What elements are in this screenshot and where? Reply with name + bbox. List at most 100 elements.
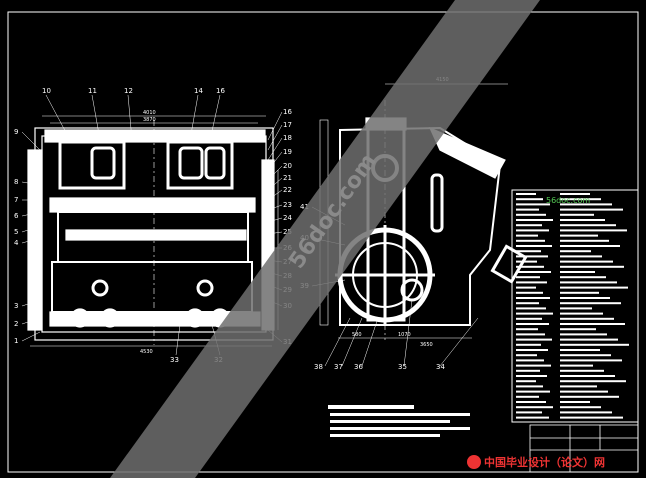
- parts-row-mark: [516, 416, 549, 419]
- parts-row-mark: [516, 302, 539, 305]
- callout: 1: [14, 337, 18, 345]
- middle-beam: [49, 197, 256, 213]
- callout: 17: [283, 121, 292, 129]
- parts-row-mark: [560, 255, 602, 258]
- parts-row-mark: [516, 281, 547, 284]
- upper-right-slot: [178, 146, 204, 180]
- parts-row-mark: [516, 375, 547, 377]
- upper-right-box: [166, 140, 234, 190]
- parts-row-mark: [516, 369, 540, 372]
- parts-row-mark: [516, 213, 546, 216]
- parts-row-mark: [560, 338, 618, 341]
- lower-frame: [51, 261, 253, 313]
- parts-row-mark: [560, 328, 596, 331]
- callout: 10: [42, 87, 51, 95]
- parts-row-mark: [560, 333, 607, 336]
- parts-row-mark: [516, 260, 537, 263]
- parts-row-mark: [516, 255, 548, 258]
- parts-row-mark: [560, 395, 619, 398]
- parts-row-mark: [560, 213, 594, 216]
- watermark-site: 56doc.com: [546, 196, 590, 205]
- front-callouts-left: 9 8 7 6 5 4 3 2 1: [14, 128, 19, 345]
- parts-row-mark: [516, 349, 548, 351]
- parts-row-mark: [560, 265, 624, 268]
- diagonal-watermark-band: [110, 0, 540, 478]
- parts-row-mark: [516, 401, 546, 403]
- parts-row-mark: [560, 198, 601, 201]
- parts-row-mark: [516, 338, 552, 341]
- parts-row-mark: [560, 297, 610, 299]
- parts-list-rows: [516, 193, 629, 419]
- parts-row-mark: [560, 286, 628, 289]
- callout: 18: [283, 134, 292, 142]
- parts-row-mark: [516, 317, 542, 320]
- parts-row-mark: [560, 229, 627, 232]
- parts-row-mark: [516, 390, 550, 393]
- callout: 20: [283, 162, 292, 170]
- parts-row-mark: [516, 333, 545, 336]
- parts-row-mark: [516, 312, 553, 315]
- parts-row-mark: [560, 234, 598, 237]
- parts-row-mark: [516, 193, 536, 195]
- parts-row-mark: [560, 281, 617, 284]
- callout: 36: [354, 363, 363, 371]
- parts-row-mark: [516, 395, 539, 398]
- callout: 6: [14, 212, 19, 220]
- callout: 16: [216, 87, 225, 95]
- upper-right-slot-2: [204, 146, 226, 180]
- parts-row-mark: [516, 385, 543, 388]
- parts-row-mark: [516, 411, 542, 414]
- parts-row-mark: [516, 364, 551, 367]
- callout: 12: [124, 87, 133, 95]
- parts-row-mark: [560, 245, 620, 247]
- dim-front-top-overall: 4010: [143, 110, 156, 116]
- parts-list-table: [511, 189, 639, 423]
- callout: 34: [436, 363, 445, 371]
- parts-row-mark: [516, 229, 549, 232]
- parts-row-mark: [560, 317, 614, 320]
- side-housing: [339, 126, 502, 326]
- upper-left-slot: [90, 146, 116, 180]
- parts-row-mark: [516, 297, 550, 299]
- callout: 19: [283, 148, 292, 156]
- parts-row-mark: [560, 291, 599, 294]
- lower-hub-2: [196, 279, 214, 297]
- parts-row-mark: [560, 343, 629, 346]
- parts-row-mark: [516, 198, 543, 201]
- callout: 33: [170, 356, 179, 364]
- parts-row-mark: [516, 328, 538, 331]
- side-slot: [430, 173, 444, 233]
- callout: 3: [14, 302, 18, 310]
- parts-row-mark: [560, 369, 604, 372]
- parts-row-mark: [560, 385, 597, 388]
- lower-wheel-3: [185, 308, 205, 328]
- parts-row-mark: [560, 390, 608, 393]
- parts-row-mark: [560, 193, 590, 195]
- parts-row-mark: [560, 349, 600, 351]
- callout: 5: [14, 228, 18, 236]
- parts-row-mark: [560, 411, 612, 414]
- front-callouts-top: 10 11 12 14 16: [42, 87, 225, 95]
- callout: 4: [14, 239, 19, 247]
- parts-row-mark: [560, 312, 603, 315]
- parts-row-mark: [516, 286, 536, 289]
- parts-row-mark: [560, 375, 615, 377]
- dim-front-bottom: 4530: [140, 349, 153, 355]
- parts-row-mark: [560, 354, 611, 357]
- callout: 35: [398, 363, 407, 371]
- parts-row-mark: [560, 359, 622, 362]
- dim-front-top-inner: 3870: [143, 117, 156, 123]
- front-top-rail: [44, 129, 266, 143]
- parts-row-mark: [516, 219, 553, 221]
- callout: 24: [283, 214, 292, 222]
- parts-row-mark: [516, 224, 542, 227]
- parts-row-mark: [516, 359, 544, 362]
- parts-row-mark: [516, 271, 551, 273]
- parts-row-mark: [560, 364, 593, 367]
- callout: 7: [14, 196, 18, 204]
- dim-side-bottom-c: 3650: [420, 342, 433, 348]
- front-left-flange: [27, 149, 43, 331]
- callout: 2: [14, 320, 18, 328]
- parts-row-mark: [516, 323, 549, 325]
